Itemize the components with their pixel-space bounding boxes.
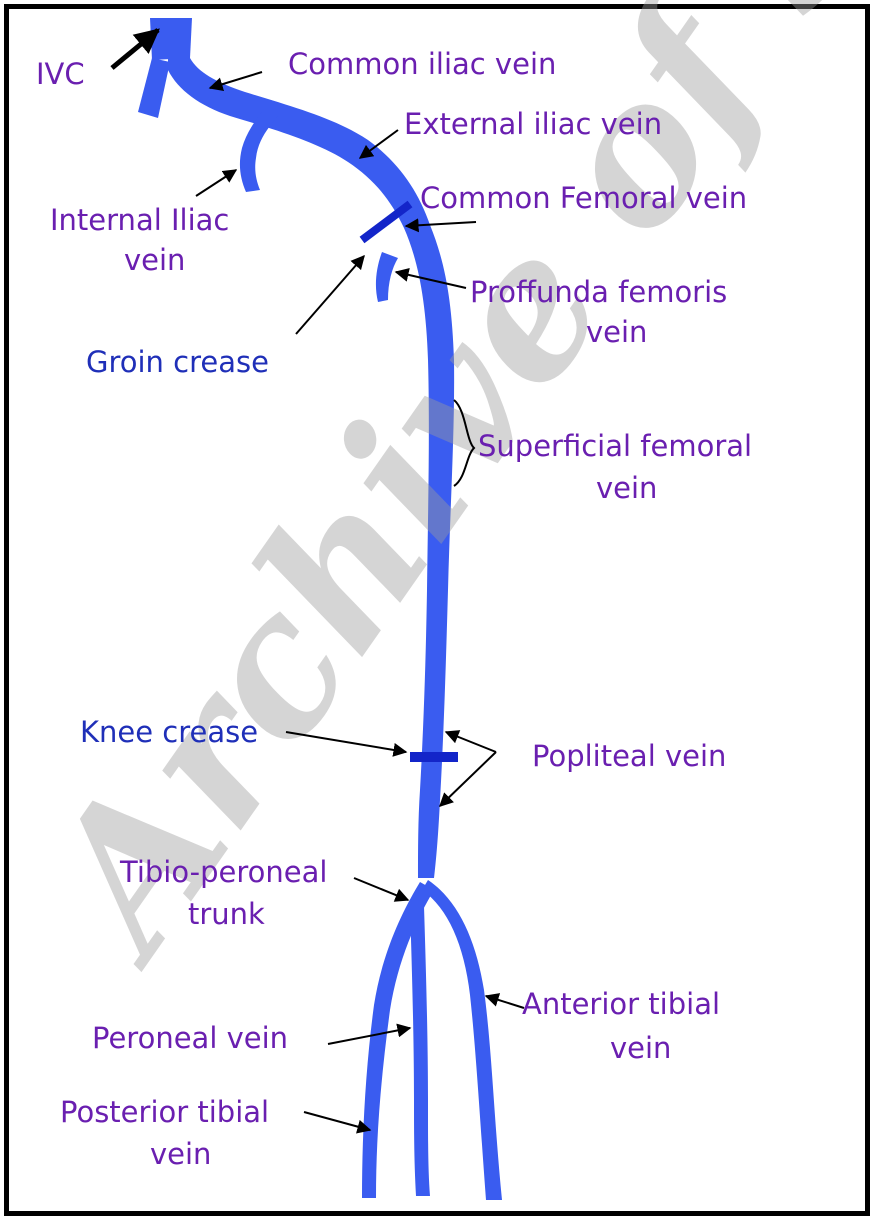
profunda-vessel xyxy=(376,252,398,302)
label-tibio-peroneal-line2: trunk xyxy=(188,897,265,931)
label-profunda-line2: vein xyxy=(586,315,647,349)
label-anterior-tibial-line1: Anterior tibial xyxy=(522,987,720,1021)
label-superficial-femoral-line1: Superficial femoral xyxy=(478,429,752,463)
anterior-tibial-vessel xyxy=(422,880,502,1200)
label-ivc: IVC xyxy=(36,57,85,91)
groin-crease-pointer xyxy=(296,256,364,334)
label-superficial-femoral-line2: vein xyxy=(596,471,657,505)
peroneal-pointer xyxy=(328,1028,410,1044)
label-posterior-tibial-line1: Posterior tibial xyxy=(60,1095,269,1129)
label-anterior-tibial-line2: vein xyxy=(610,1031,671,1065)
label-profunda-line1: Proffunda femoris xyxy=(470,275,727,309)
left-iliac-stub xyxy=(138,58,170,118)
label-common-iliac: Common iliac vein xyxy=(288,47,556,81)
label-peroneal: Peroneal vein xyxy=(92,1021,288,1055)
label-internal-iliac-line2: vein xyxy=(124,243,185,277)
label-popliteal: Popliteal vein xyxy=(532,739,726,773)
label-knee-crease: Knee crease xyxy=(80,715,258,749)
popliteal-pointer-upper xyxy=(446,732,496,752)
peroneal-vessel xyxy=(410,906,430,1196)
posterior-tibial-pointer xyxy=(304,1112,370,1130)
label-tibio-peroneal-line1: Tibio-peroneal xyxy=(119,855,327,889)
label-groin-crease: Groin crease xyxy=(86,345,269,379)
label-internal-iliac-line1: Internal Iliac xyxy=(50,203,229,237)
label-common-femoral: Common Femoral vein xyxy=(420,181,747,215)
ivc-vessel xyxy=(150,18,192,60)
internal-iliac-pointer xyxy=(196,170,236,196)
label-external-iliac: External iliac vein xyxy=(404,107,662,141)
common-iliac-pointer xyxy=(210,72,262,88)
tibio-peroneal-pointer xyxy=(354,878,408,900)
anterior-tibial-pointer xyxy=(486,996,524,1008)
label-posterior-tibial-line2: vein xyxy=(150,1137,211,1171)
